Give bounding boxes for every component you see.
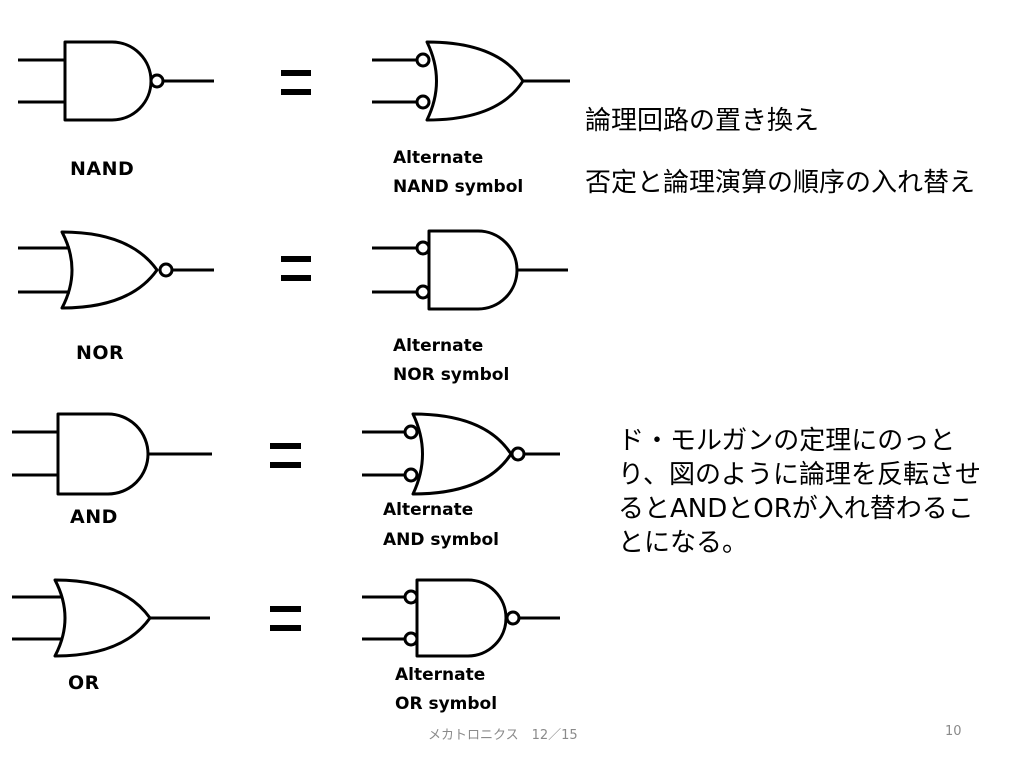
alternate-nor-gate	[372, 229, 568, 311]
gate-label-nand: NAND	[70, 158, 134, 180]
gate-label-or: OR	[68, 672, 100, 694]
alt-label-line1: Alternate	[383, 500, 473, 520]
alt-label-line2: NAND symbol	[393, 177, 523, 197]
alternate-or-gate	[362, 578, 560, 658]
note-swap-order: 否定と論理演算の順序の入れ替え	[585, 168, 976, 198]
gate-label-nor: NOR	[76, 342, 124, 364]
and-gate	[12, 412, 212, 496]
note-title: 論理回路の置き換え	[585, 106, 820, 136]
alt-label-line2: NOR symbol	[393, 365, 509, 385]
alternate-nand-gate	[372, 40, 570, 122]
alt-label-line1: Alternate	[395, 665, 485, 685]
alternate-and-gate	[362, 412, 560, 496]
alt-label-line1: Alternate	[393, 148, 483, 168]
alt-label-line2: AND symbol	[383, 530, 499, 550]
equals-sign	[281, 256, 311, 281]
equals-sign	[270, 443, 301, 468]
alt-label-line1: Alternate	[393, 336, 483, 356]
footer-course-title: メカトロニクス 12／15	[428, 728, 578, 743]
nor-gate	[18, 230, 214, 310]
equals-sign	[281, 70, 311, 95]
footer-page-number: 10	[945, 724, 962, 739]
or-gate	[12, 578, 210, 658]
equals-sign	[270, 606, 301, 631]
nand-gate	[18, 40, 214, 122]
gate-label-and: AND	[70, 506, 118, 528]
note-de-morgan: ド・モルガンの定理にのっとり、図のように論理を反転させるとANDとORが入れ替わ…	[618, 426, 981, 558]
alt-label-line2: OR symbol	[395, 694, 497, 714]
